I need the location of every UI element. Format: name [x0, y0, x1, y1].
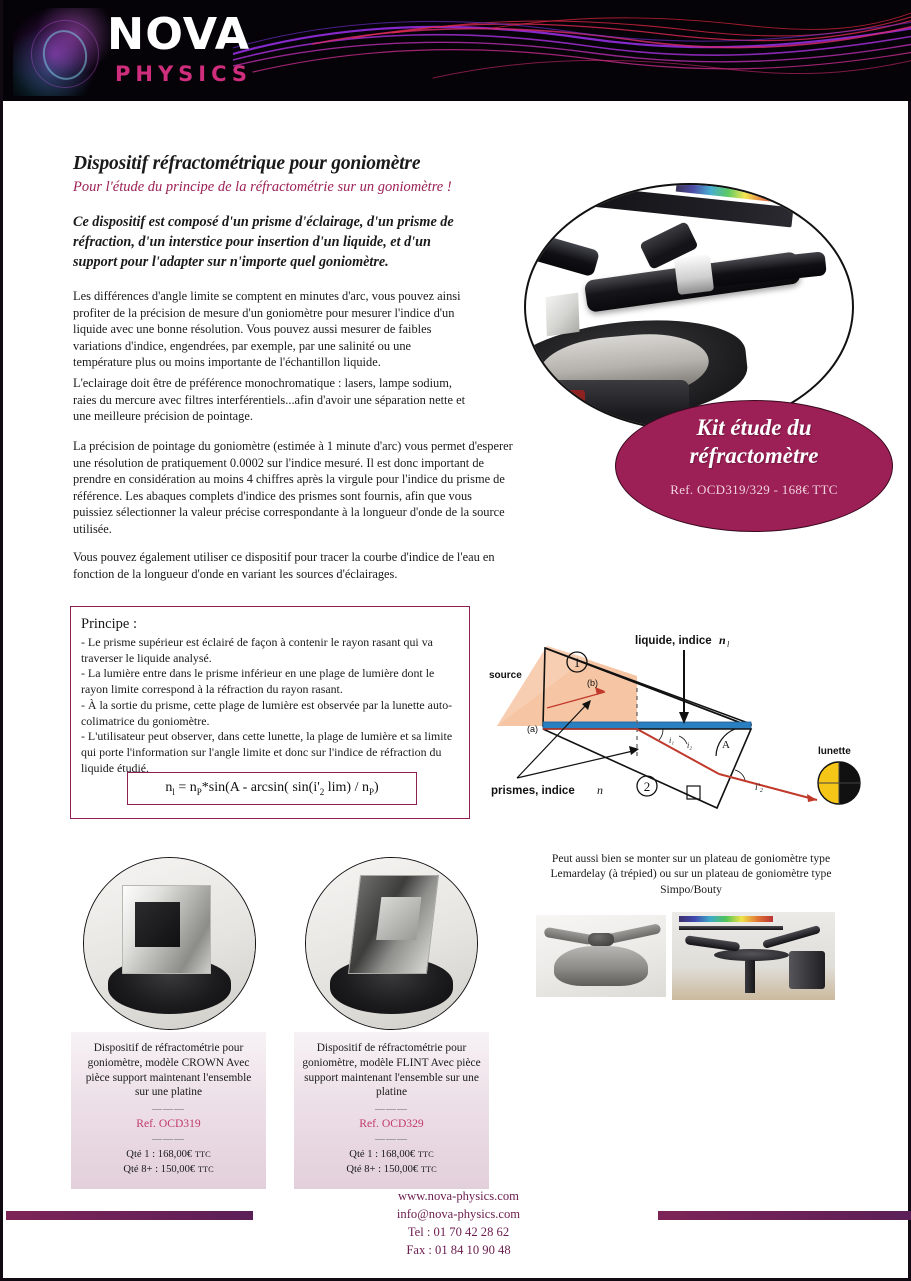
principle-bullet: - L'utilisateur peut observer, dans cett…	[81, 729, 453, 775]
product-card-flint: Dispositif de réfractométrie pour goniom…	[294, 1032, 489, 1190]
price-qty8-value: Qté 8+ : 150,00€	[123, 1164, 196, 1176]
price-qty8-suffix: TTC	[420, 1165, 437, 1175]
goniometer-knob	[588, 933, 614, 947]
diagram-label-lunette: lunette	[818, 746, 851, 757]
badge-reference: Ref. OCD319/329 - 168€ TTC	[670, 482, 838, 498]
goniometer-column	[745, 959, 756, 993]
footer-phone: Tel : 01 70 42 28 62	[407, 1224, 510, 1239]
product-price-qty1: Qté 1 : 168,00€ TTC	[79, 1147, 258, 1162]
intro-paragraph-3: La précision de pointage du goniomètre (…	[73, 439, 513, 536]
wave-graphic	[231, 0, 911, 101]
diagram-prism1-number: 1	[574, 655, 581, 670]
diagram-label-nl: n	[719, 633, 726, 647]
intro-lead: Ce dispositif est composé d'un prisme d'…	[73, 214, 454, 271]
diagram-label-a: (a)	[527, 724, 538, 734]
footer-bar-right	[658, 1211, 911, 1220]
diagram-label-b: (b)	[587, 678, 598, 688]
product-photo-flint	[305, 857, 478, 1030]
diagram-label-i2prime: i'₂	[755, 783, 764, 793]
price-qty1-value: Qté 1 : 168,00€	[126, 1149, 193, 1161]
mounting-note: Peut aussi bien se monter sur un plateau…	[550, 852, 832, 896]
goniometer-body	[554, 946, 648, 986]
hero-photo-content	[526, 185, 852, 429]
card-separator: ———	[152, 1134, 185, 1146]
goniometer-hero-photo	[524, 183, 854, 431]
crown-prism-assembly	[121, 885, 211, 975]
footer-fax: Fax : 01 84 10 90 48	[406, 1242, 511, 1257]
product-price-qty8: Qté 8+ : 150,00€ TTC	[79, 1162, 258, 1177]
goniometer-disc	[714, 948, 790, 962]
intro-paragraph-1: Les différences d'angle limite se compte…	[73, 289, 461, 369]
refraction-formula: nl = nP*sin(A - arcsin( sin(i'2 lim) / n…	[127, 772, 417, 805]
page-subtitle: Pour l'étude du principe de la réfractom…	[73, 179, 452, 195]
card-separator: ———	[375, 1104, 408, 1116]
badge-title-line2: réfractomètre	[689, 443, 819, 469]
footer-email[interactable]: info@nova-physics.com	[396, 1206, 521, 1221]
card-separator: ———	[152, 1104, 185, 1116]
product-description: Dispositif de réfractométrie pour goniom…	[302, 1042, 481, 1099]
product-description: Dispositif de réfractométrie pour goniom…	[85, 1042, 252, 1099]
diagram-svg: 1 2 source (a) (b) liquide, indice n l p…	[489, 633, 861, 810]
kit-badge: Kit étude du réfractomètre Ref. OCD319/3…	[615, 400, 893, 532]
principle-bullet: - La lumière entre dans le prisme inféri…	[81, 666, 435, 697]
wave-svg	[231, 12, 911, 79]
badge-title-line1: Kit étude du	[696, 415, 812, 440]
principle-heading: Principe :	[81, 616, 137, 632]
product-price-qty1: Qté 1 : 168,00€ TTC	[302, 1147, 481, 1162]
product-price-qty8: Qté 8+ : 150,00€ TTC	[302, 1162, 481, 1177]
accessory-stand	[789, 950, 826, 990]
diagram-label-prismes: prismes, indice	[491, 785, 575, 797]
price-qty1-suffix: TTC	[194, 1150, 211, 1160]
diagram-label-angle-a: A	[722, 739, 730, 751]
diagram-label-i1: i₁	[669, 736, 674, 745]
page-footer: www.nova-physics.com info@nova-physics.c…	[3, 1188, 911, 1281]
footer-website[interactable]: www.nova-physics.com	[398, 1189, 519, 1203]
goniometer-photo-lemardelay	[536, 915, 666, 997]
diagram-prism2-number: 2	[644, 779, 651, 794]
prism-sample	[545, 292, 579, 337]
diagram-label-liquide: liquide, indice	[635, 635, 712, 647]
product-reference: Ref. OCD329	[359, 1117, 424, 1131]
card-separator: ———	[375, 1134, 408, 1146]
diagram-label-source: source	[489, 670, 522, 681]
diagram-label-nl-sub: l	[727, 640, 730, 649]
formula-text: nl = nP*sin(A - arcsin( sin(i'2 lim) / n…	[165, 780, 379, 797]
flint-prism-assembly	[347, 875, 439, 975]
price-qty8-value: Qté 8+ : 150,00€	[346, 1164, 419, 1176]
product-reference: Ref. OCD319	[136, 1117, 201, 1131]
brand-tagline: PHYSICS	[115, 62, 253, 86]
principle-bullet-list: - Le prisme supérieur est éclairé de faç…	[81, 635, 459, 776]
product-card-crown: Dispositif de réfractométrie pour goniom…	[71, 1032, 266, 1190]
brand-name: NOVA	[107, 9, 251, 60]
intro-paragraph-4: Vous pouvez également utiliser ce dispos…	[73, 550, 495, 581]
spectrum-strip	[678, 915, 774, 922]
optical-path-diagram: 1 2 source (a) (b) liquide, indice n l p…	[487, 618, 907, 821]
footer-bar-left	[6, 1211, 253, 1220]
price-qty1-value: Qté 1 : 168,00€	[349, 1149, 416, 1161]
page-title: Dispositif réfractométrique pour goniomè…	[73, 153, 421, 174]
footer-contact-block: www.nova-physics.com info@nova-physics.c…	[3, 1188, 911, 1260]
principle-bullet: - Le prisme supérieur est éclairé de faç…	[81, 635, 433, 665]
site-header-banner: NOVA PHYSICS	[3, 0, 911, 101]
focus-collar	[673, 253, 714, 295]
price-qty1-suffix: TTC	[417, 1150, 434, 1160]
diagram-label-n: n	[597, 783, 603, 797]
diagram-label-i2: i₂	[687, 741, 692, 750]
collimator-tube	[526, 227, 600, 277]
price-qty8-suffix: TTC	[197, 1165, 214, 1175]
product-photo-crown	[83, 857, 256, 1030]
scale-bar	[678, 926, 783, 931]
principle-box: Principe : - Le prisme supérieur est écl…	[70, 606, 470, 819]
red-component	[545, 389, 585, 405]
intro-paragraph-2: L'eclairage doit être de préférence mono…	[73, 376, 466, 423]
nebula-logo-icon	[13, 8, 113, 96]
goniometer-photo-simpo-bouty	[672, 912, 835, 1000]
principle-bullet: - À la sortie du prisme, cette plage de …	[81, 697, 453, 728]
